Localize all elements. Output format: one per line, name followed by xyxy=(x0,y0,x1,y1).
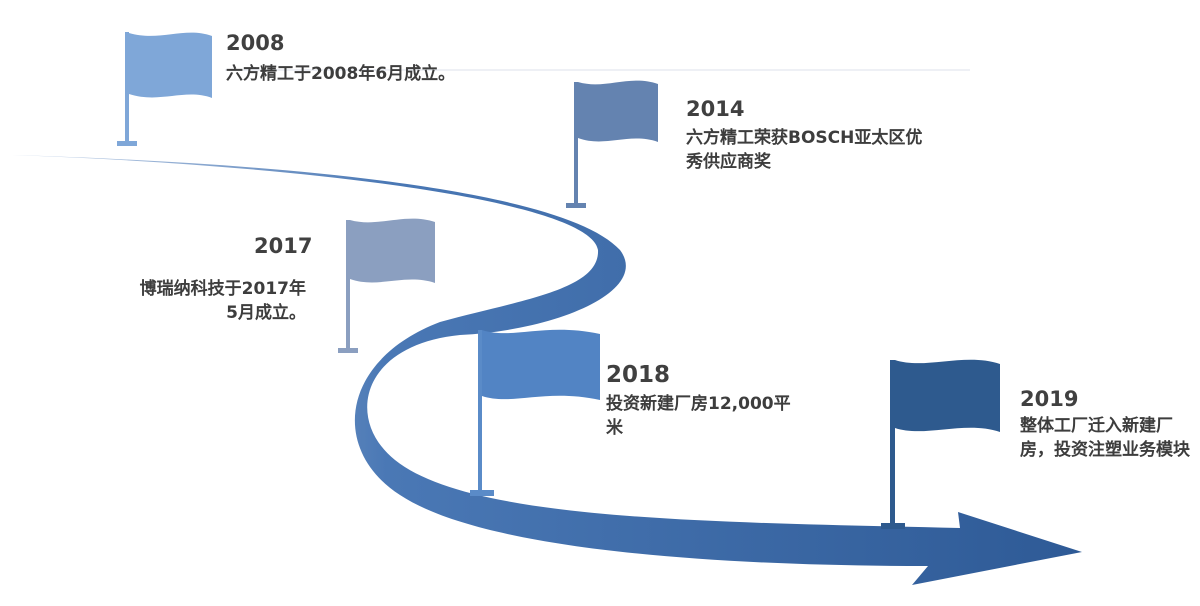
flag-2019 xyxy=(881,359,1000,529)
flag-2018 xyxy=(470,329,600,496)
flag-2008 xyxy=(117,32,212,146)
flag-cloth xyxy=(482,329,600,400)
milestone-text-2008: 六方精工于2008年6月成立。 xyxy=(226,64,456,84)
flag-cloth xyxy=(350,218,435,283)
flag-cloth xyxy=(129,32,212,99)
flag-base xyxy=(117,141,137,146)
milestone-year-2017: 2017 xyxy=(254,234,313,258)
flag-base xyxy=(338,348,358,353)
flag-pole xyxy=(478,330,482,492)
flag-pole xyxy=(125,32,129,142)
flag-cloth xyxy=(895,359,1000,432)
milestone-year-2014: 2014 xyxy=(686,97,745,121)
timeline-road xyxy=(12,155,1082,585)
flag-2017 xyxy=(338,218,435,353)
flag-cloth xyxy=(578,80,658,142)
flag-pole xyxy=(890,360,895,526)
flag-base xyxy=(566,203,586,208)
flag-pole xyxy=(346,220,350,350)
milestone-text-2018: 投资新建厂房12,000平米 xyxy=(606,394,791,438)
milestone-text-2017: 博瑞纳科技于2017年5月成立。 xyxy=(139,279,306,323)
flag-2014 xyxy=(566,80,658,208)
flag-base xyxy=(470,490,494,496)
milestone-year-2008: 2008 xyxy=(226,31,285,55)
flag-base xyxy=(881,523,905,529)
milestone-text-2019: 整体工厂迁入新建厂房，投资注塑业务模块 xyxy=(1020,416,1190,460)
flag-pole xyxy=(574,82,578,204)
milestone-year-2019: 2019 xyxy=(1020,387,1079,411)
milestone-text-2014: 六方精工荣获BOSCH亚太区优秀供应商奖 xyxy=(686,128,923,172)
milestone-year-2018: 2018 xyxy=(606,362,671,388)
